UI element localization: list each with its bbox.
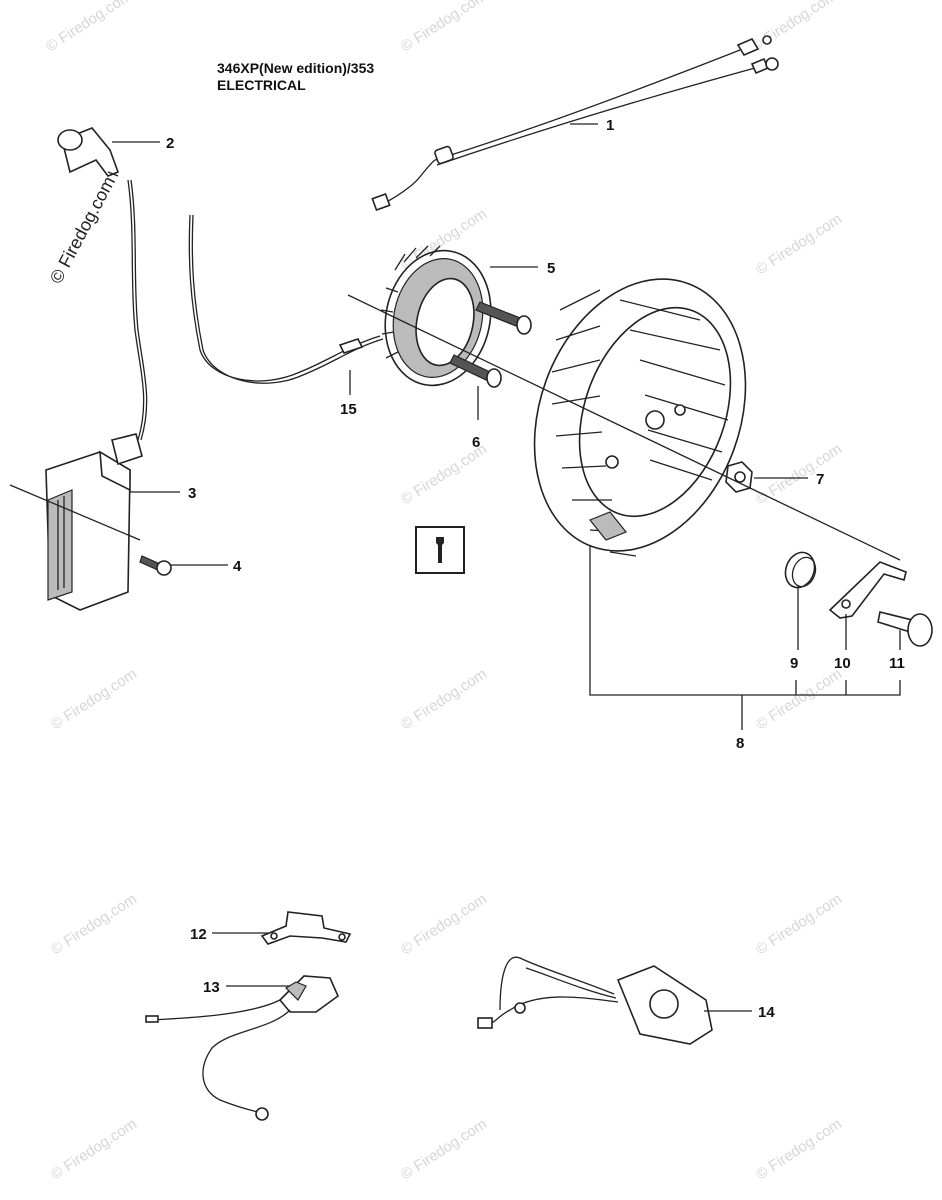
callout-3: 3 — [188, 485, 196, 502]
watermark: © Firedog.com — [398, 890, 490, 958]
part-12-bracket — [260, 911, 352, 945]
callout-labels: 1 2 3 4 5 6 7 8 9 10 11 12 13 14 15 — [166, 117, 905, 1021]
part-3-ignition-module — [45, 179, 148, 611]
callout-6: 6 — [472, 434, 480, 451]
watermark: © Firedog.com — [753, 665, 845, 733]
part-9-spring — [784, 551, 817, 589]
callout-14: 14 — [758, 1004, 775, 1021]
part-1-cable-harness — [371, 35, 779, 212]
part-15-lead — [188, 214, 384, 384]
callout-5: 5 — [547, 260, 555, 277]
part-6-screws — [449, 301, 532, 388]
callout-9: 9 — [790, 655, 798, 672]
part-13-switch — [145, 975, 339, 1121]
part-14-cable-plate — [477, 956, 713, 1045]
callout-10: 10 — [834, 655, 851, 672]
watermark: © Firedog.com — [398, 1115, 490, 1183]
callout-7: 7 — [816, 471, 824, 488]
part-10-pawl — [828, 561, 907, 619]
callout-11: 11 — [889, 655, 905, 672]
callout-8: 8 — [736, 735, 744, 752]
part-5-stator — [380, 245, 492, 387]
watermark: © Firedog.com — [48, 665, 140, 733]
watermark-group: © Firedog.com © Firedog.com © Firedog.co… — [43, 0, 845, 1183]
watermark: © Firedog.com — [398, 0, 490, 55]
title-section: ELECTRICAL — [217, 77, 306, 93]
diagram-title: 346XP(New edition)/353 ELECTRICAL — [217, 60, 374, 94]
callout-13: 13 — [203, 979, 220, 996]
watermark-main: © Firedog.com — [46, 173, 119, 287]
watermark: © Firedog.com — [48, 1115, 140, 1183]
callout-15: 15 — [340, 401, 357, 418]
part-2-plug-cap — [57, 127, 120, 177]
part-11-pin — [877, 611, 933, 647]
callout-2: 2 — [166, 135, 174, 152]
callout-1: 1 — [606, 117, 614, 134]
watermark: © Firedog.com — [48, 890, 140, 958]
leader-lines — [9, 123, 901, 1012]
watermark: © Firedog.com — [43, 0, 135, 55]
watermark: © Firedog.com — [753, 890, 845, 958]
wrench-icon — [415, 526, 465, 574]
watermark: © Firedog.com — [748, 0, 840, 55]
title-model: 346XP(New edition)/353 — [217, 60, 375, 76]
watermark: © Firedog.com — [398, 665, 490, 733]
part-4-screw — [139, 555, 172, 576]
callout-12: 12 — [190, 926, 207, 943]
watermark: © Firedog.com — [753, 210, 845, 278]
watermark: © Firedog.com — [753, 1115, 845, 1183]
watermark: © Firedog.com — [753, 440, 845, 508]
part-8-flywheel — [533, 278, 747, 557]
callout-4: 4 — [233, 558, 242, 575]
